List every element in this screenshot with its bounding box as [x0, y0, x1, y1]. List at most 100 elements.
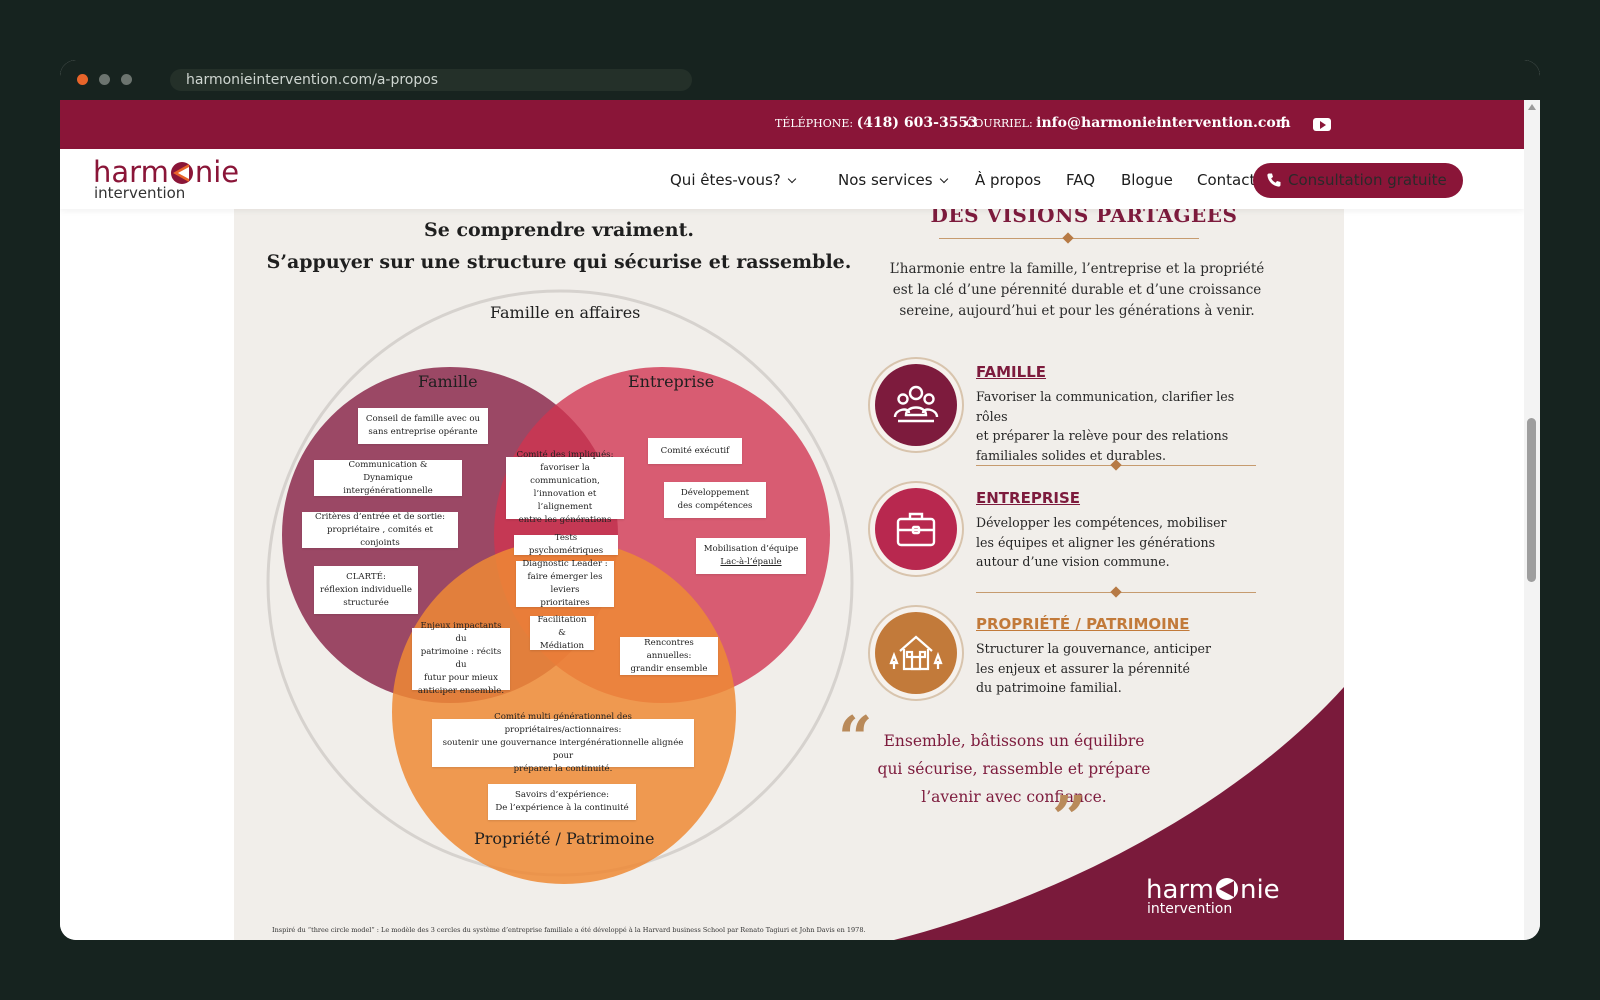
pillar-entreprise-text: Développer les compétences, mobiliser le…: [976, 513, 1266, 572]
briefcase-icon: [896, 512, 936, 547]
phone-value[interactable]: (418) 603-3553: [856, 115, 978, 131]
visions-partagees-title: DES VISIONS PARTAGÉES: [930, 209, 1238, 227]
famille-circle-label: Famille: [418, 372, 478, 391]
top-contact-bar: TÉLÉPHONE: (418) 603-3553 COURRIEL: info…: [60, 100, 1524, 149]
box-line: prioritaires: [540, 598, 590, 608]
box-savoirs: Savoirs d’expérience: De l’expérience à l…: [488, 784, 636, 820]
chevron-down-icon: [787, 174, 796, 184]
nav-contact[interactable]: Contact: [1197, 171, 1256, 189]
pillar-line: du patrimoine familial.: [976, 680, 1122, 695]
phone-contact[interactable]: TÉLÉPHONE: (418) 603-3553: [775, 115, 978, 131]
vertical-scrollbar[interactable]: [1524, 100, 1540, 940]
box-line: Comité des impliqués:: [516, 450, 614, 460]
propriete-circle: [392, 540, 736, 884]
box-line: De l’expérience à la continuité: [495, 803, 629, 813]
box-line: propriétaire , comités et conjoints: [326, 524, 434, 548]
infographic-heading-1: Se comprendre vraiment.: [424, 219, 694, 241]
quote-line: l’avenir avec confiance.: [921, 788, 1107, 806]
box-diagnostic: Diagnostic Leader :faire émerger les lev…: [516, 559, 614, 608]
family-icon: [893, 385, 939, 423]
nav-blogue[interactable]: Blogue: [1121, 171, 1173, 189]
pillar-famille-text: Favoriser la communication, clarifier le…: [976, 387, 1266, 465]
pillar-entreprise-title: ENTREPRISE: [976, 489, 1081, 507]
outer-circle-label: Famille en affaires: [490, 303, 641, 322]
phone-label: TÉLÉPHONE:: [775, 117, 854, 130]
pillar-entreprise-badge: [868, 481, 964, 577]
box-line: favoriser la communication,: [530, 463, 600, 486]
pillar-famille-badge: [868, 357, 964, 453]
box-line: entre les générations: [518, 515, 612, 525]
close-quote-mark: ”: [1052, 784, 1087, 854]
logo-text-right: nie: [1239, 875, 1280, 905]
browser-chrome: harmonieintervention.com/a-propos: [60, 60, 1540, 100]
box-line: Comité exécutif: [660, 445, 730, 456]
scroll-thumb[interactable]: [1527, 418, 1536, 582]
scroll-up-arrow-icon[interactable]: [1528, 104, 1536, 110]
pillar-line: et préparer la relève pour des relations: [976, 428, 1229, 443]
phone-icon: [1267, 173, 1281, 187]
pillar-propriete-badge: [868, 605, 964, 701]
box-line-underlined: Lac-à-l’épaule: [720, 557, 782, 567]
box-line: Médiation: [539, 640, 585, 651]
box-criteres: Critères d’entrée et de sortie:propriéta…: [302, 512, 458, 548]
box-line: anticiper ensemble.: [417, 686, 505, 696]
email-label: COURRIEL:: [966, 117, 1033, 130]
nav-faq[interactable]: FAQ: [1066, 171, 1096, 189]
three-circle-footnote: Inspiré du “three circle model” : Le mod…: [272, 926, 866, 934]
pillar-line: Structurer la gouvernance, anticiper: [976, 641, 1211, 656]
box-line: préparer la continuité.: [513, 763, 613, 774]
maximize-window-button[interactable]: [121, 74, 132, 85]
email-contact[interactable]: COURRIEL: info@harmonieintervention.com: [966, 115, 1291, 131]
email-value[interactable]: info@harmonieintervention.com: [1036, 115, 1291, 131]
logo-triangle-icon: [170, 162, 193, 184]
box-line: Diagnostic Leader :: [522, 559, 608, 569]
box-line: patrimoine : récits du: [420, 647, 502, 670]
intro-line: est la clé d’une pérennité durable et d’…: [892, 282, 1262, 298]
box-enjeux: Enjeux impactants du patrimoine : récits …: [412, 621, 510, 696]
box-line: Enjeux impactants du: [420, 621, 502, 644]
harmonie-infographic: Se comprendre vraiment. S’appuyer sur un…: [234, 209, 1344, 940]
box-comite-executif: Comité exécutif: [648, 438, 742, 464]
box-communication: Communication &Dynamique intergénération…: [314, 460, 462, 496]
logo-subtitle: intervention: [1147, 901, 1233, 917]
nav-label: Nos services: [838, 171, 933, 189]
intro-line: L’harmonie entre la famille, l’entrepris…: [889, 261, 1265, 277]
entreprise-circle-label: Entreprise: [628, 372, 715, 391]
logo-text-left: harm: [93, 155, 169, 189]
box-line: soutenir une gouvernance intergénération…: [442, 737, 684, 761]
box-comite-multi: Comité multi générationnel des propriéta…: [432, 712, 694, 774]
intro-line: sereine, aujourd’hui et pour les générat…: [899, 303, 1255, 319]
nav-a-propos[interactable]: À propos: [975, 171, 1042, 189]
nav-qui-etes-vous[interactable]: Qui êtes-vous?: [670, 171, 796, 189]
box-line: CLARTÉ:: [346, 571, 386, 582]
page-viewport: TÉLÉPHONE: (418) 603-3553 COURRIEL: info…: [60, 100, 1524, 940]
box-line: Savoirs d’expérience:: [514, 790, 610, 800]
pillar-line: Favoriser la communication, clarifier le…: [976, 389, 1235, 424]
youtube-icon[interactable]: [1313, 118, 1331, 131]
minimize-window-button[interactable]: [99, 74, 110, 85]
box-comite-impliques: Comité des impliqués: favoriser la commun…: [506, 450, 624, 525]
quote-line: Ensemble, bâtissons un équilibre: [883, 732, 1145, 750]
box-tests: Tests psychométriques: [514, 533, 618, 556]
consultation-gratuite-button[interactable]: Consultation gratuite: [1253, 163, 1463, 198]
box-line: Comité multi générationnel des propriéta…: [494, 711, 632, 735]
box-line: grandir ensemble: [630, 663, 708, 674]
close-window-button[interactable]: [77, 74, 88, 85]
box-line: Mobilisation d’équipe: [703, 544, 799, 554]
logo-triangle-icon: [1215, 878, 1238, 900]
facebook-icon[interactable]: f: [1280, 115, 1286, 132]
nav-nos-services[interactable]: Nos services: [838, 171, 948, 189]
browser-window: harmonieintervention.com/a-propos TÉLÉPH…: [60, 60, 1540, 940]
address-bar[interactable]: harmonieintervention.com/a-propos: [170, 69, 692, 91]
box-line: sans entreprise opérante: [368, 427, 478, 437]
open-quote-mark: “: [838, 704, 873, 774]
house-icon: [889, 635, 943, 671]
